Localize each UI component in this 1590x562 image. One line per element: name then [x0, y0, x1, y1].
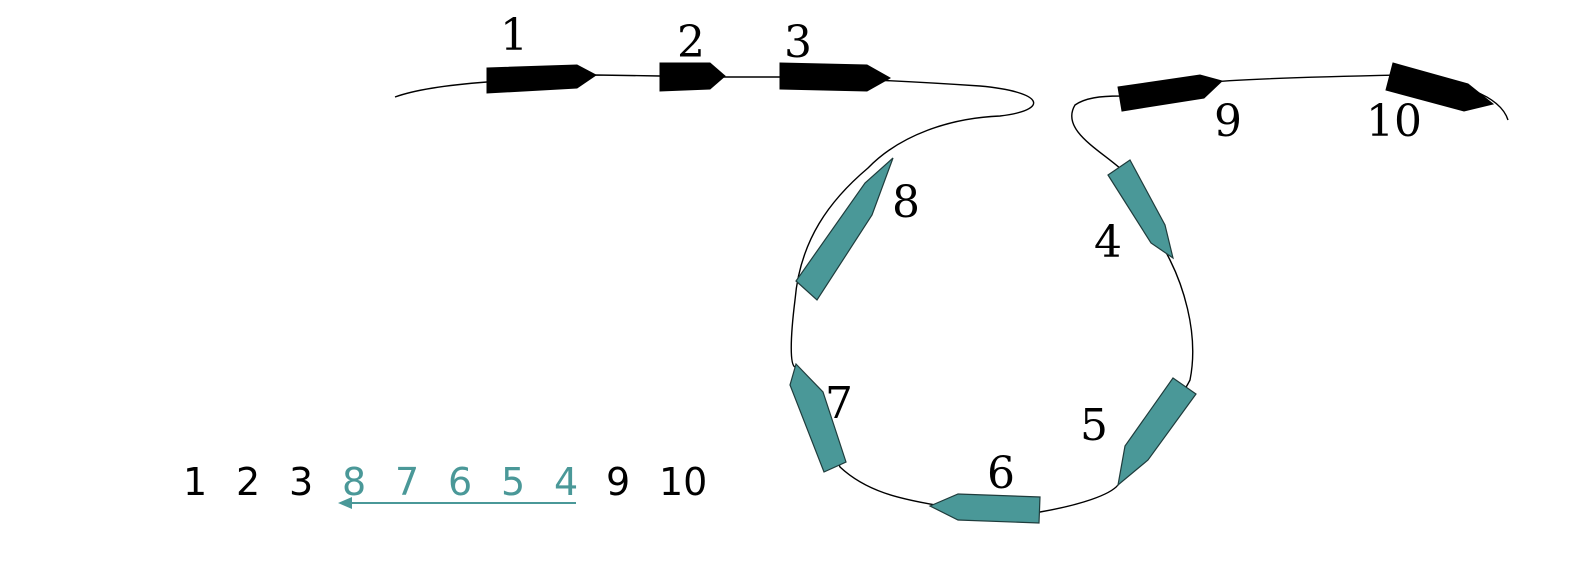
- strand-9: [1117, 74, 1223, 112]
- strand-2: [659, 62, 726, 92]
- strand-6: [928, 493, 1041, 524]
- order-item: 1: [183, 460, 207, 504]
- reversed-direction-arrowhead: [338, 497, 352, 509]
- order-item-reversed: 6: [448, 460, 472, 504]
- label-strand-8: 8: [892, 177, 920, 228]
- label-strand-5: 5: [1080, 400, 1108, 451]
- order-item-reversed: 5: [501, 460, 525, 504]
- polypeptide-chain: [394, 74, 1509, 513]
- label-strand-3: 3: [784, 17, 812, 68]
- order-item: 9: [606, 460, 630, 504]
- order-item: 3: [289, 460, 313, 504]
- label-strand-1: 1: [500, 10, 528, 61]
- label-strand-2: 2: [677, 17, 705, 68]
- strand-8: [795, 157, 894, 301]
- label-strand-6: 6: [987, 448, 1015, 499]
- order-item-reversed: 4: [554, 460, 578, 504]
- label-strand-9: 9: [1214, 96, 1242, 147]
- label-strand-10: 10: [1366, 96, 1422, 147]
- strand-order-sequence: 1 2 3 8 7 6 5 4 9 10: [183, 460, 707, 509]
- strand-5: [1117, 377, 1197, 487]
- strand-7: [789, 362, 847, 473]
- order-item: 10: [659, 460, 707, 504]
- strand-10: [1385, 62, 1495, 112]
- order-item-reversed: 7: [395, 460, 419, 504]
- order-item: 2: [236, 460, 260, 504]
- strand-4: [1107, 159, 1174, 260]
- order-item-reversed: 8: [342, 460, 366, 504]
- strand-3: [779, 62, 892, 92]
- strand-1: [486, 64, 597, 94]
- label-strand-4: 4: [1094, 217, 1122, 268]
- label-strand-7: 7: [825, 378, 853, 429]
